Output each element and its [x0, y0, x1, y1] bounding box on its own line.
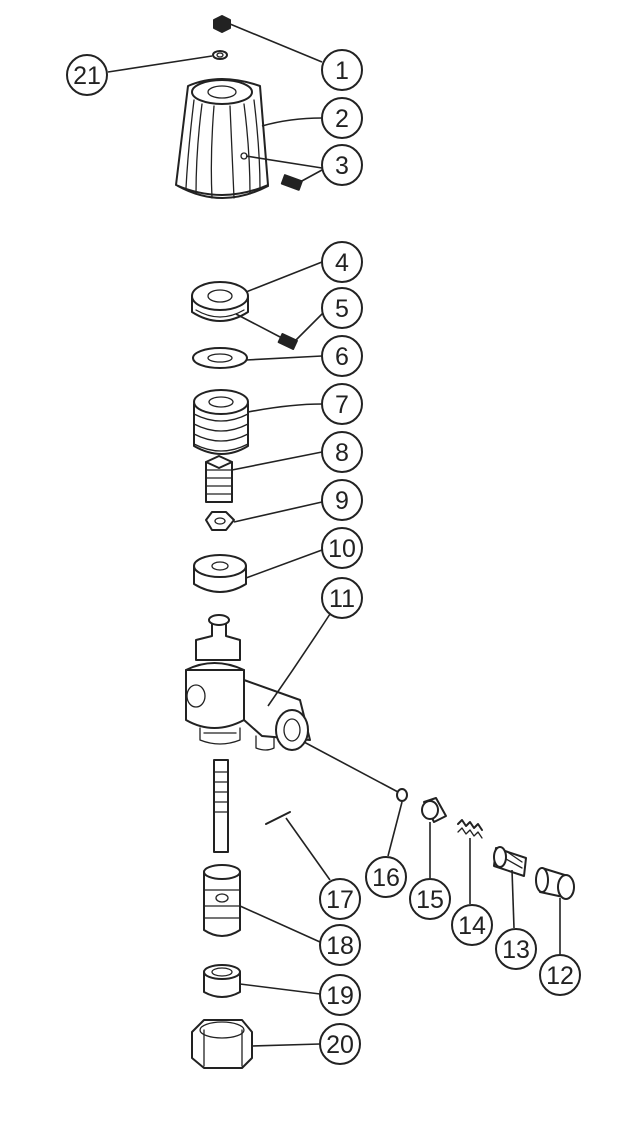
callout-16: 16 [365, 856, 407, 898]
callout-label-16: 16 [372, 864, 400, 892]
leader-3 [245, 155, 323, 169]
part-5-screw [277, 332, 298, 350]
part-12-plug [535, 867, 575, 900]
callout-4: 4 [321, 241, 363, 283]
leader-1 [229, 23, 323, 63]
callout-11: 11 [321, 577, 363, 619]
callout-13: 13 [495, 928, 537, 970]
callout-label-14: 14 [458, 912, 486, 940]
part-1-nut [213, 15, 231, 33]
callout-label-10: 10 [328, 535, 356, 563]
part-16-o-ring [396, 788, 408, 802]
part-4-grooved-cap [191, 281, 249, 322]
leader-9 [233, 501, 323, 523]
leader-16 [387, 801, 403, 857]
part-20-large-nut [191, 1019, 253, 1069]
callout-label-13: 13 [502, 936, 530, 964]
callout-2: 2 [321, 97, 363, 139]
part-17-pin [265, 811, 291, 825]
part-8-threaded-stud [205, 455, 233, 503]
leader-6 [245, 355, 323, 361]
part-10-bushing [193, 554, 247, 593]
callout-label-1: 1 [335, 57, 349, 85]
callout-21: 21 [66, 54, 108, 96]
part-14-small-spring [457, 819, 483, 839]
part-18-stem [203, 759, 241, 937]
leader-20 [251, 1043, 321, 1047]
callout-label-11: 11 [329, 585, 355, 613]
part-11-valve-body [185, 614, 311, 751]
leader-16a [303, 741, 399, 793]
callout-label-2: 2 [335, 105, 349, 133]
leader-21 [107, 55, 213, 73]
leader-17 [285, 817, 331, 881]
part-15-seat [421, 797, 447, 823]
leader-5 [295, 311, 325, 341]
callout-label-21: 21 [73, 62, 101, 90]
leader-4 [245, 261, 323, 293]
callout-label-3: 3 [335, 152, 349, 180]
part-7-spring [193, 389, 249, 455]
part-21-washer [212, 50, 228, 60]
callout-19: 19 [319, 974, 361, 1016]
callout-label-19: 19 [326, 982, 354, 1010]
callout-20: 20 [319, 1023, 361, 1065]
part-19-sleeve [203, 964, 241, 998]
callout-9: 9 [321, 479, 363, 521]
callout-15: 15 [409, 878, 451, 920]
leader-19 [239, 983, 321, 995]
part-6-flat-washer [192, 347, 248, 369]
leader-11 [267, 613, 331, 707]
leader-3b [299, 169, 323, 183]
callout-label-12: 12 [546, 962, 574, 990]
callout-label-5: 5 [335, 295, 349, 323]
callout-14: 14 [451, 904, 493, 946]
leader-13 [511, 869, 515, 929]
leader-10 [245, 549, 323, 579]
callout-label-9: 9 [335, 487, 349, 515]
leader-2 [261, 117, 323, 127]
leader-18 [239, 905, 321, 943]
callout-6: 6 [321, 335, 363, 377]
callout-10: 10 [321, 527, 363, 569]
callout-18: 18 [319, 924, 361, 966]
callout-label-17: 17 [326, 886, 354, 914]
leader-lines [107, 23, 561, 1047]
callout-label-20: 20 [326, 1031, 354, 1059]
callout-label-8: 8 [335, 439, 349, 467]
part-13-cage [493, 846, 527, 877]
callout-5: 5 [321, 287, 363, 329]
callout-7: 7 [321, 383, 363, 425]
part-3-set-screw [280, 174, 303, 191]
callout-label-7: 7 [335, 391, 349, 419]
leader-7 [247, 403, 323, 413]
leader-5a [235, 313, 283, 339]
callout-17: 17 [319, 878, 361, 920]
callout-label-6: 6 [335, 343, 349, 371]
callout-label-18: 18 [326, 932, 354, 960]
callout-1: 1 [321, 49, 363, 91]
callout-3: 3 [321, 144, 363, 186]
callout-8: 8 [321, 431, 363, 473]
callout-label-15: 15 [416, 886, 444, 914]
part-2-fluted-knob [175, 78, 269, 199]
leader-8 [231, 451, 323, 471]
callout-label-4: 4 [335, 249, 349, 277]
part-9-hex-nut [205, 511, 235, 531]
callout-12: 12 [539, 954, 581, 996]
